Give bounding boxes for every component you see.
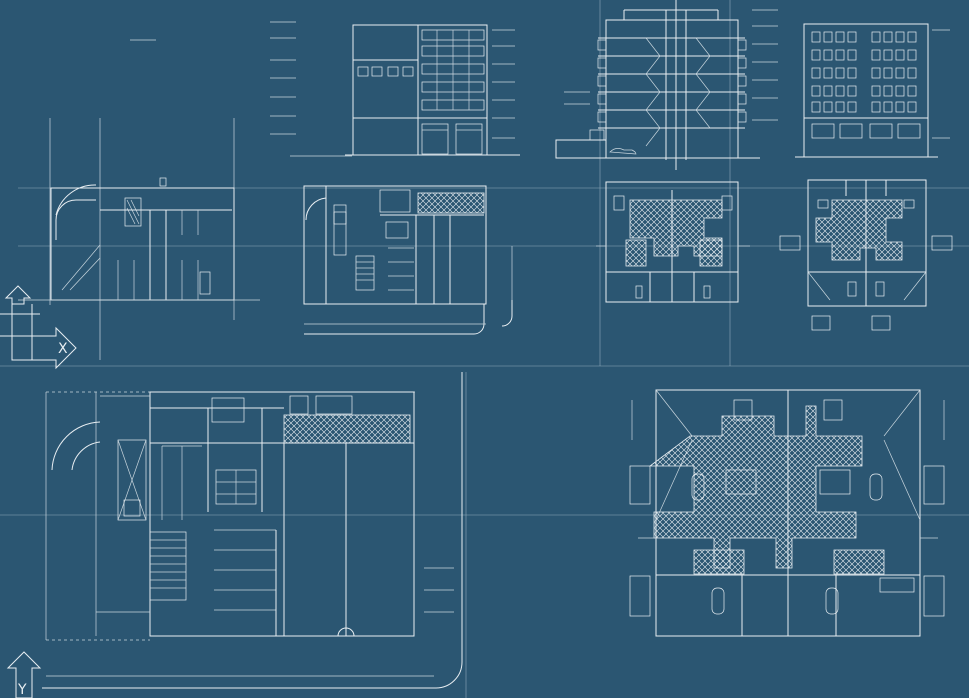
typical-floor-plan-enlarged <box>629 389 945 637</box>
side-elevation-window <box>871 101 881 113</box>
side-elevation-window <box>907 85 917 97</box>
side-elevation-window <box>895 49 905 61</box>
side-elevation-window <box>811 49 821 61</box>
side-elevation-window <box>895 101 905 113</box>
side-elevation-window <box>883 101 893 113</box>
side-elevation-windows <box>811 31 917 113</box>
x-axis-label: X <box>58 341 68 357</box>
x-axis-marker: X <box>0 285 77 370</box>
typical-floor-plan <box>596 181 750 303</box>
side-elevation-window <box>871 31 881 43</box>
side-elevation-window <box>823 85 833 97</box>
side-elevation-window <box>835 101 845 113</box>
side-elevation-window <box>835 67 845 79</box>
front-elevation-level-marks <box>492 29 515 139</box>
side-elevation-window <box>907 101 917 113</box>
side-elevation-window <box>847 85 857 97</box>
side-elevation-window <box>907 49 917 61</box>
parking-plan <box>18 118 260 360</box>
side-elevation-window <box>847 49 857 61</box>
side-elevation <box>795 23 950 158</box>
side-elevation-window <box>883 49 893 61</box>
side-elevation-window <box>895 31 905 43</box>
side-elevation-window <box>883 31 893 43</box>
side-elevation-window <box>823 67 833 79</box>
side-elevation-window <box>895 85 905 97</box>
side-elevation-window <box>811 101 821 113</box>
upper-floor-plan <box>779 179 953 331</box>
side-elevation-window <box>883 85 893 97</box>
side-elevation-window <box>811 31 821 43</box>
side-elevation-window <box>823 101 833 113</box>
side-elevation-window <box>811 85 821 97</box>
side-elevation-window <box>811 67 821 79</box>
side-elevation-window <box>823 31 833 43</box>
enlarged-plan-balconies <box>629 465 945 617</box>
front-elevation <box>345 24 520 156</box>
side-elevation-window <box>907 31 917 43</box>
side-elevation-window <box>871 67 881 79</box>
level-ticks-left <box>270 21 352 157</box>
building-section <box>555 0 778 170</box>
enlarged-plan-fixtures <box>691 399 915 615</box>
ground-floor-enlarged-stalls <box>214 529 277 636</box>
side-elevation-window <box>823 49 833 61</box>
side-elevation-window <box>835 49 845 61</box>
section-level-marks <box>564 9 778 121</box>
side-elevation-window <box>871 85 881 97</box>
side-elevation-window <box>847 101 857 113</box>
side-elevation-window <box>847 67 857 79</box>
ground-floor-plan-enlarged <box>42 372 463 689</box>
side-elevation-window <box>895 67 905 79</box>
side-elevation-window <box>871 49 881 61</box>
section-stair-zigzag <box>645 37 711 147</box>
parking-stall-lines <box>117 210 199 300</box>
ground-floor-plan <box>303 185 513 335</box>
section-floor-lines <box>556 37 760 159</box>
side-elevation-window <box>907 67 917 79</box>
side-elevation-window <box>835 85 845 97</box>
ground-floor-stalls <box>388 247 414 291</box>
section-balconies <box>597 39 747 123</box>
y-axis-label: Y <box>17 682 27 698</box>
side-elevation-window <box>847 31 857 43</box>
y-axis-marker: Y <box>6 651 42 698</box>
side-elevation-window <box>835 31 845 43</box>
side-elevation-window <box>883 67 893 79</box>
front-elevation-windows <box>357 29 485 155</box>
